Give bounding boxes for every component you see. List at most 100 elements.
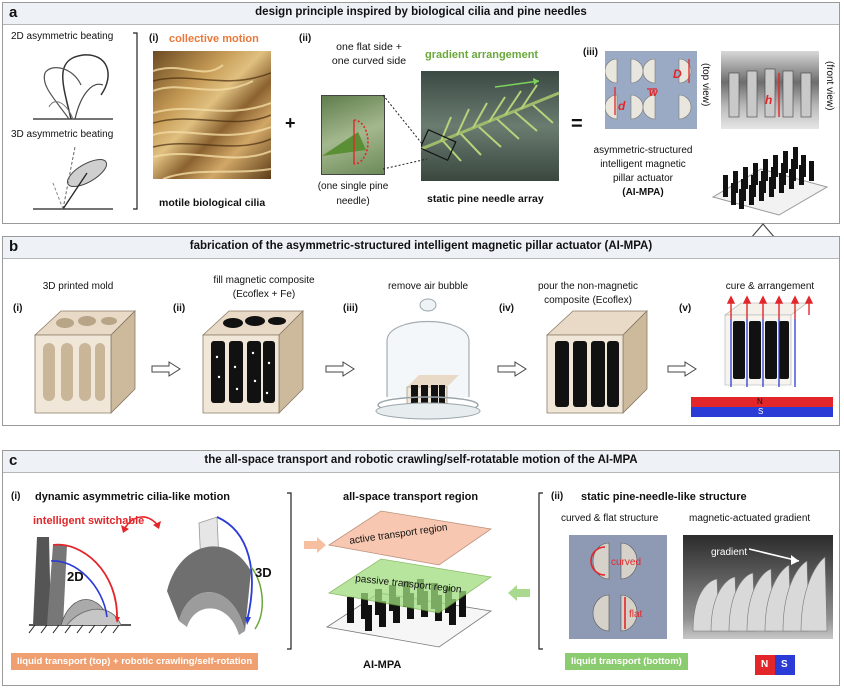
panel-a: a design principle inspired by biologica…: [2, 2, 840, 224]
equals-sign: =: [571, 113, 583, 135]
gradient-arrangement-label: gradient arrangement: [425, 49, 539, 61]
aimpa-desc-3: pillar actuator: [612, 173, 674, 184]
liquid-bottom-label: liquid transport (bottom): [565, 653, 688, 670]
beat-2d-label: 2D asymmetric beating: [11, 31, 114, 42]
top-view-photo: [605, 51, 697, 129]
a-sub-ii: (ii): [299, 33, 312, 44]
panel-c-bracket-left: [287, 492, 292, 650]
small-magnet-n: [755, 655, 775, 675]
pine-needle-photo: [421, 71, 559, 181]
panel-b: b fabrication of the asymmetric-structur…: [2, 236, 840, 426]
beat-3d-label: 3D asymmetric beating: [11, 129, 114, 140]
flat-curved-line2: one curved side: [331, 55, 407, 67]
collective-motion-label: collective motion: [169, 33, 259, 45]
panel-a-header: a design principle inspired by biologica…: [3, 3, 839, 25]
magnet-s-label: S: [758, 407, 764, 416]
front-view-photo: [721, 51, 819, 129]
single-needle-line1: (one single pine: [317, 181, 389, 192]
static-title: static pine-needle-like structure: [581, 491, 747, 503]
poured-mold-illustration: [545, 310, 648, 414]
c-sub-ii: (ii): [551, 491, 564, 502]
small-magnet-n-label: N: [761, 659, 769, 670]
intelligent-switchable-label: intelligent switchable: [33, 515, 145, 527]
top-view-label: (top view): [700, 63, 711, 107]
gradient-label: gradient: [711, 547, 748, 558]
aimpa-label: AI-MPA: [363, 659, 402, 671]
transport-regions-illustration: [325, 510, 493, 648]
panel-c-letter: c: [9, 452, 18, 469]
panel-b-header: b fabrication of the asymmetric-structur…: [3, 237, 839, 259]
magnet-n-label: N: [757, 397, 763, 406]
panel-c-header: c the all-space transport and robotic cr…: [3, 451, 839, 473]
step-3-label: remove air bubble: [387, 281, 469, 292]
a-sub-iii: (iii): [583, 47, 598, 58]
arrow-2: [325, 361, 355, 377]
dim-d: d: [618, 99, 626, 113]
beat-2d-schematic: [33, 54, 113, 120]
step-4-label-2: composite (Ecoflex): [544, 295, 632, 306]
zoom-lines: [382, 94, 428, 170]
cilia-2d-illustration: [28, 537, 131, 634]
step-4-label-1: pour the non-magnetic: [537, 281, 639, 292]
static-array-label: static pine needle array: [427, 193, 544, 205]
step-2-label-1: fill magnetic composite: [213, 275, 315, 286]
dim-h: h: [765, 93, 773, 107]
aimpa-desc-2: intelligent magnetic: [600, 159, 686, 170]
cilia-3d-illustration: [167, 516, 263, 635]
dim-D: D: [673, 67, 682, 81]
single-needle-photo: [321, 95, 385, 175]
magnet-s-pole: [691, 407, 833, 417]
step-4-num: (iv): [499, 303, 514, 314]
flat-curved-line1: one flat side +: [336, 41, 402, 53]
step-2-label-2: (Ecoflex + Fe): [232, 289, 296, 300]
bell-jar-illustration: [375, 298, 481, 420]
step-1-label: 3D printed mold: [42, 281, 114, 292]
curved-label: curved: [611, 557, 642, 568]
small-magnet-s: [775, 655, 795, 675]
green-arrow: [508, 585, 530, 601]
dim-w: w: [649, 87, 658, 99]
switch-arrow: [121, 516, 161, 533]
cilia-photo: [153, 51, 271, 179]
magnetic-gradient-label: magnetic-actuated gradient: [689, 513, 811, 524]
flat-label: flat: [629, 609, 643, 620]
label-3d: 3D: [255, 565, 272, 580]
panel-c-bracket-right: [538, 492, 543, 650]
cure-arrangement-illustration: [724, 295, 814, 387]
panel-a-letter: a: [9, 4, 18, 21]
liquid-top-label: liquid transport (top) + robotic crawlin…: [11, 653, 259, 670]
small-magnet-s-label: S: [781, 659, 788, 670]
curved-flat-photo: [569, 535, 667, 639]
arrow-1: [151, 361, 181, 377]
dynamic-title: dynamic asymmetric cilia-like motion: [35, 491, 231, 503]
panel-c-title: the all-space transport and robotic craw…: [204, 454, 638, 466]
c-sub-i: (i): [11, 491, 21, 502]
panel-a-title: design principle inspired by biological …: [255, 6, 587, 18]
filled-mold-illustration: [201, 310, 304, 414]
step-2-num: (ii): [173, 303, 186, 314]
plus-sign: +: [285, 113, 296, 133]
pillar-array-illustration: [711, 147, 829, 216]
step-1-num: (i): [13, 303, 23, 314]
label-2d: 2D: [67, 569, 84, 584]
beat-3d-schematic: [33, 146, 113, 210]
magnet-n-pole: [691, 397, 833, 407]
transport-title: all-space transport region: [343, 491, 479, 503]
aimpa-desc-1: asymmetric-structured: [593, 145, 693, 156]
arrow-3: [497, 361, 527, 377]
aimpa-desc-4: (AI-MPA): [622, 187, 664, 198]
step-3-num: (iii): [343, 303, 358, 314]
step-5-num: (v): [679, 303, 692, 314]
small-magnet: N S: [755, 655, 795, 675]
mold-illustration: [33, 310, 136, 414]
panel-b-title: fabrication of the asymmetric-structured…: [189, 240, 653, 252]
step-5-label: cure & arrangement: [725, 281, 815, 292]
panel-c: c the all-space transport and robotic cr…: [2, 450, 840, 686]
a-sub-i: (i): [149, 33, 159, 44]
bar-magnet: N S: [691, 397, 833, 417]
motile-cilia-label: motile biological cilia: [159, 197, 266, 209]
panel-b-letter: b: [9, 238, 19, 255]
pink-arrow: [304, 537, 326, 553]
arrow-4: [667, 361, 697, 377]
single-needle-line2: needle): [336, 196, 370, 207]
